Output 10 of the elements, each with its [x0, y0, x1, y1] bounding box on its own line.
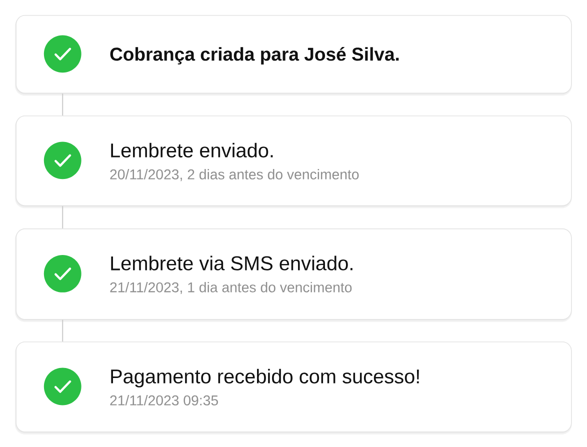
event-date: 20/11/2023, 2 dias antes do vencimento — [110, 169, 359, 182]
event-title: Cobrança criada para José Silva. — [110, 47, 399, 64]
event-title: Lembrete enviado. — [111, 142, 273, 158]
event-date: 21/11/2023, 1 dia antes do vencimento — [110, 282, 352, 294]
connector-line — [62, 93, 64, 116]
event-title: Pagamento recebido com sucesso! — [111, 368, 419, 388]
connector-line — [62, 319, 64, 342]
event-title: Lembrete via SMS enviado. — [111, 256, 352, 270]
connector-line — [62, 206, 64, 229]
event-date: 21/11/2023 09:35 — [110, 395, 218, 406]
